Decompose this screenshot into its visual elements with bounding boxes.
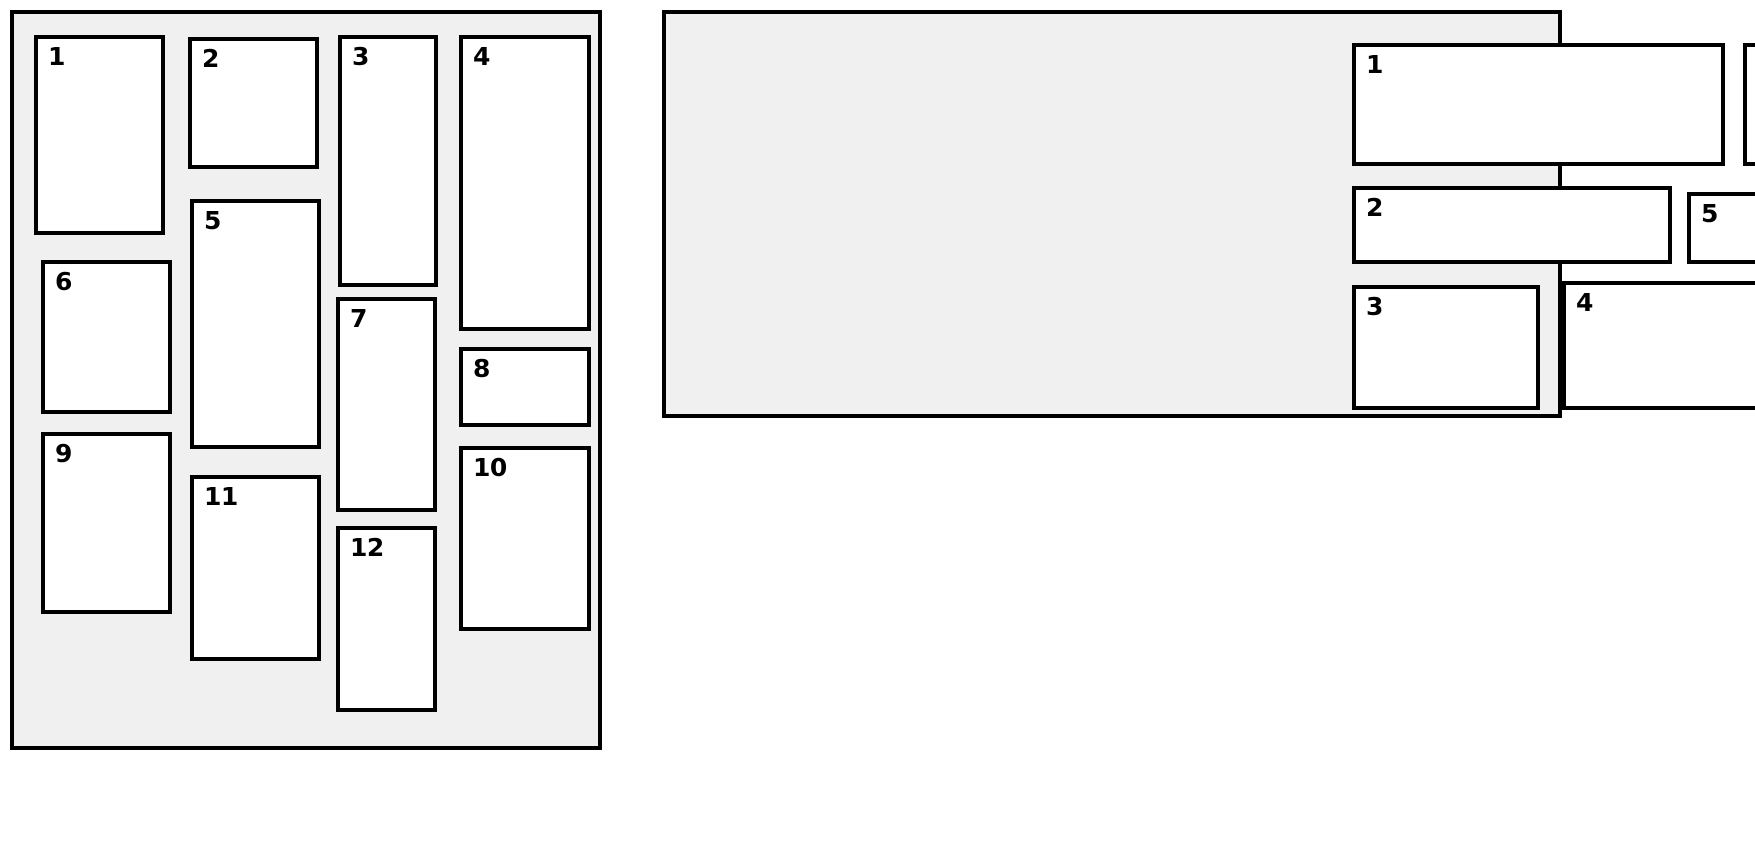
packed-box-10[interactable]: 10 [459,446,591,631]
packed-box-label: 8 [473,354,490,383]
packed-box-1[interactable]: 1 [34,35,165,235]
packed-box-label: 3 [1366,292,1383,321]
packed-box-label: 9 [55,439,72,468]
packed-box-2[interactable]: 2 [1352,186,1672,264]
packed-box-7[interactable]: 7 [336,297,437,512]
packed-box-label: 1 [48,42,65,71]
packed-box-4[interactable]: 4 [1562,281,1755,410]
packed-box-1[interactable]: 1 [1352,43,1725,166]
packed-box-6[interactable]: 6 [1743,43,1755,166]
packed-box-5[interactable]: 5 [1687,192,1755,264]
packed-box-label: 4 [1576,288,1593,317]
packed-box-3[interactable]: 3 [1352,285,1540,410]
packed-box-6[interactable]: 6 [41,260,172,414]
packed-box-label: 4 [473,42,490,71]
packed-box-label: 3 [352,42,369,71]
packed-box-label: 2 [202,44,219,73]
packed-box-4[interactable]: 4 [459,35,591,331]
packed-box-label: 5 [1701,199,1718,228]
packed-box-label: 6 [55,267,72,296]
packed-box-12[interactable]: 12 [336,526,437,712]
packed-box-label: 2 [1366,193,1383,222]
packed-box-label: 12 [350,533,384,562]
packed-box-label: 1 [1366,50,1383,79]
packed-box-3[interactable]: 3 [338,35,438,287]
packed-box-label: 7 [350,304,367,333]
packed-box-2[interactable]: 2 [188,37,319,169]
packed-box-9[interactable]: 9 [41,432,172,614]
packed-box-5[interactable]: 5 [190,199,321,449]
packed-box-label: 11 [204,482,238,511]
right-panel: 167259348 [662,10,1755,418]
packed-box-label: 10 [473,453,507,482]
packed-box-8[interactable]: 8 [459,347,591,427]
packed-box-11[interactable]: 11 [190,475,321,661]
packed-box-label: 5 [204,206,221,235]
